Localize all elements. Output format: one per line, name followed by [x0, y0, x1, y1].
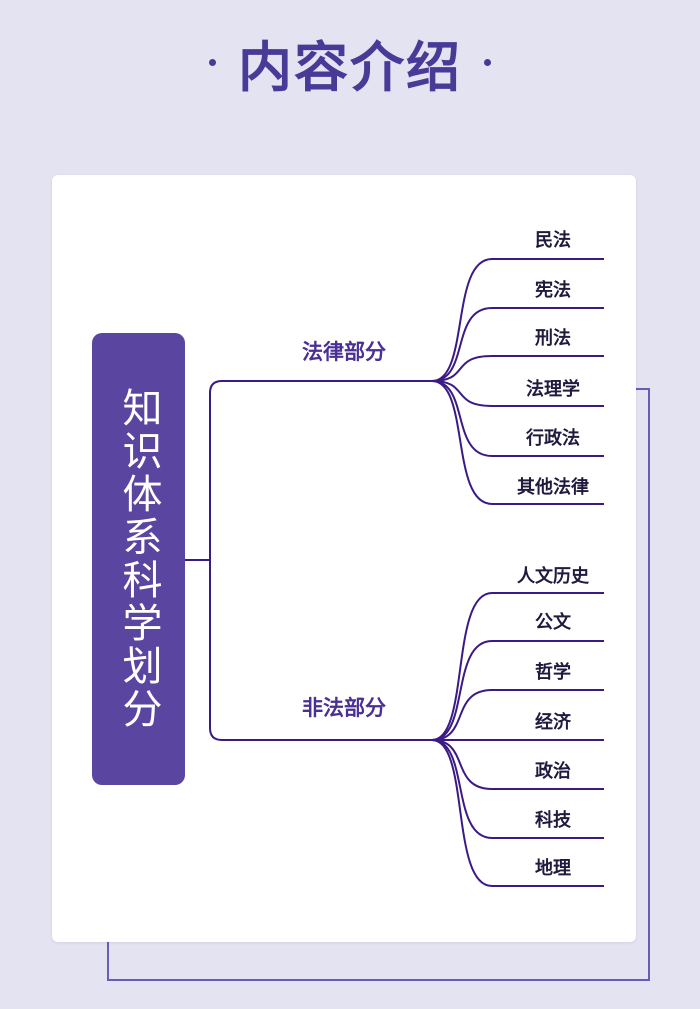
leaf-connector-1-2: [431, 689, 604, 741]
root-node-label: 知识体系科学划分: [115, 387, 162, 731]
leaf-connector-0-3: [431, 380, 604, 407]
leaf-connector-0-0: [431, 258, 604, 382]
page-title: 内容介绍: [238, 34, 462, 99]
leaf-label: 地理: [535, 858, 571, 879]
trunk-connector: [209, 380, 432, 741]
leaf-label: 经济: [535, 712, 571, 733]
heading-dot-right: [484, 58, 491, 66]
root-node: 知识体系科学划分: [92, 333, 185, 785]
leaf-connector-1-6: [431, 739, 604, 887]
leaf-connector-0-4: [431, 380, 604, 457]
leaf-label: 公文: [535, 612, 571, 633]
page-heading: 内容介绍: [0, 22, 700, 102]
leaf-label: 刑法: [535, 328, 571, 349]
leaf-connector-0-1: [431, 307, 604, 382]
leaf-label: 科技: [535, 810, 571, 831]
leaf-label: 其他法律: [517, 477, 589, 498]
branch-label-law: 法律部分: [302, 340, 386, 364]
leaf-label: 宪法: [535, 280, 571, 301]
leaf-label: 人文历史: [517, 566, 589, 587]
leaf-label: 民法: [535, 230, 571, 251]
leaf-connector-1-0: [431, 592, 604, 741]
leaf-connector-0-2: [431, 355, 604, 382]
leaf-label: 政治: [535, 761, 571, 782]
leaf-label: 行政法: [526, 428, 580, 449]
leaf-connector-1-4: [431, 739, 604, 790]
leaf-label: 法理学: [526, 379, 580, 400]
leaf-connector-1-1: [431, 640, 604, 741]
branch-label-non-law: 非法部分: [302, 696, 386, 720]
heading-dot-left: [209, 58, 216, 66]
leaf-connector-0-5: [431, 380, 604, 505]
leaf-connector-1-5: [431, 739, 604, 839]
leaf-label: 哲学: [535, 662, 571, 683]
